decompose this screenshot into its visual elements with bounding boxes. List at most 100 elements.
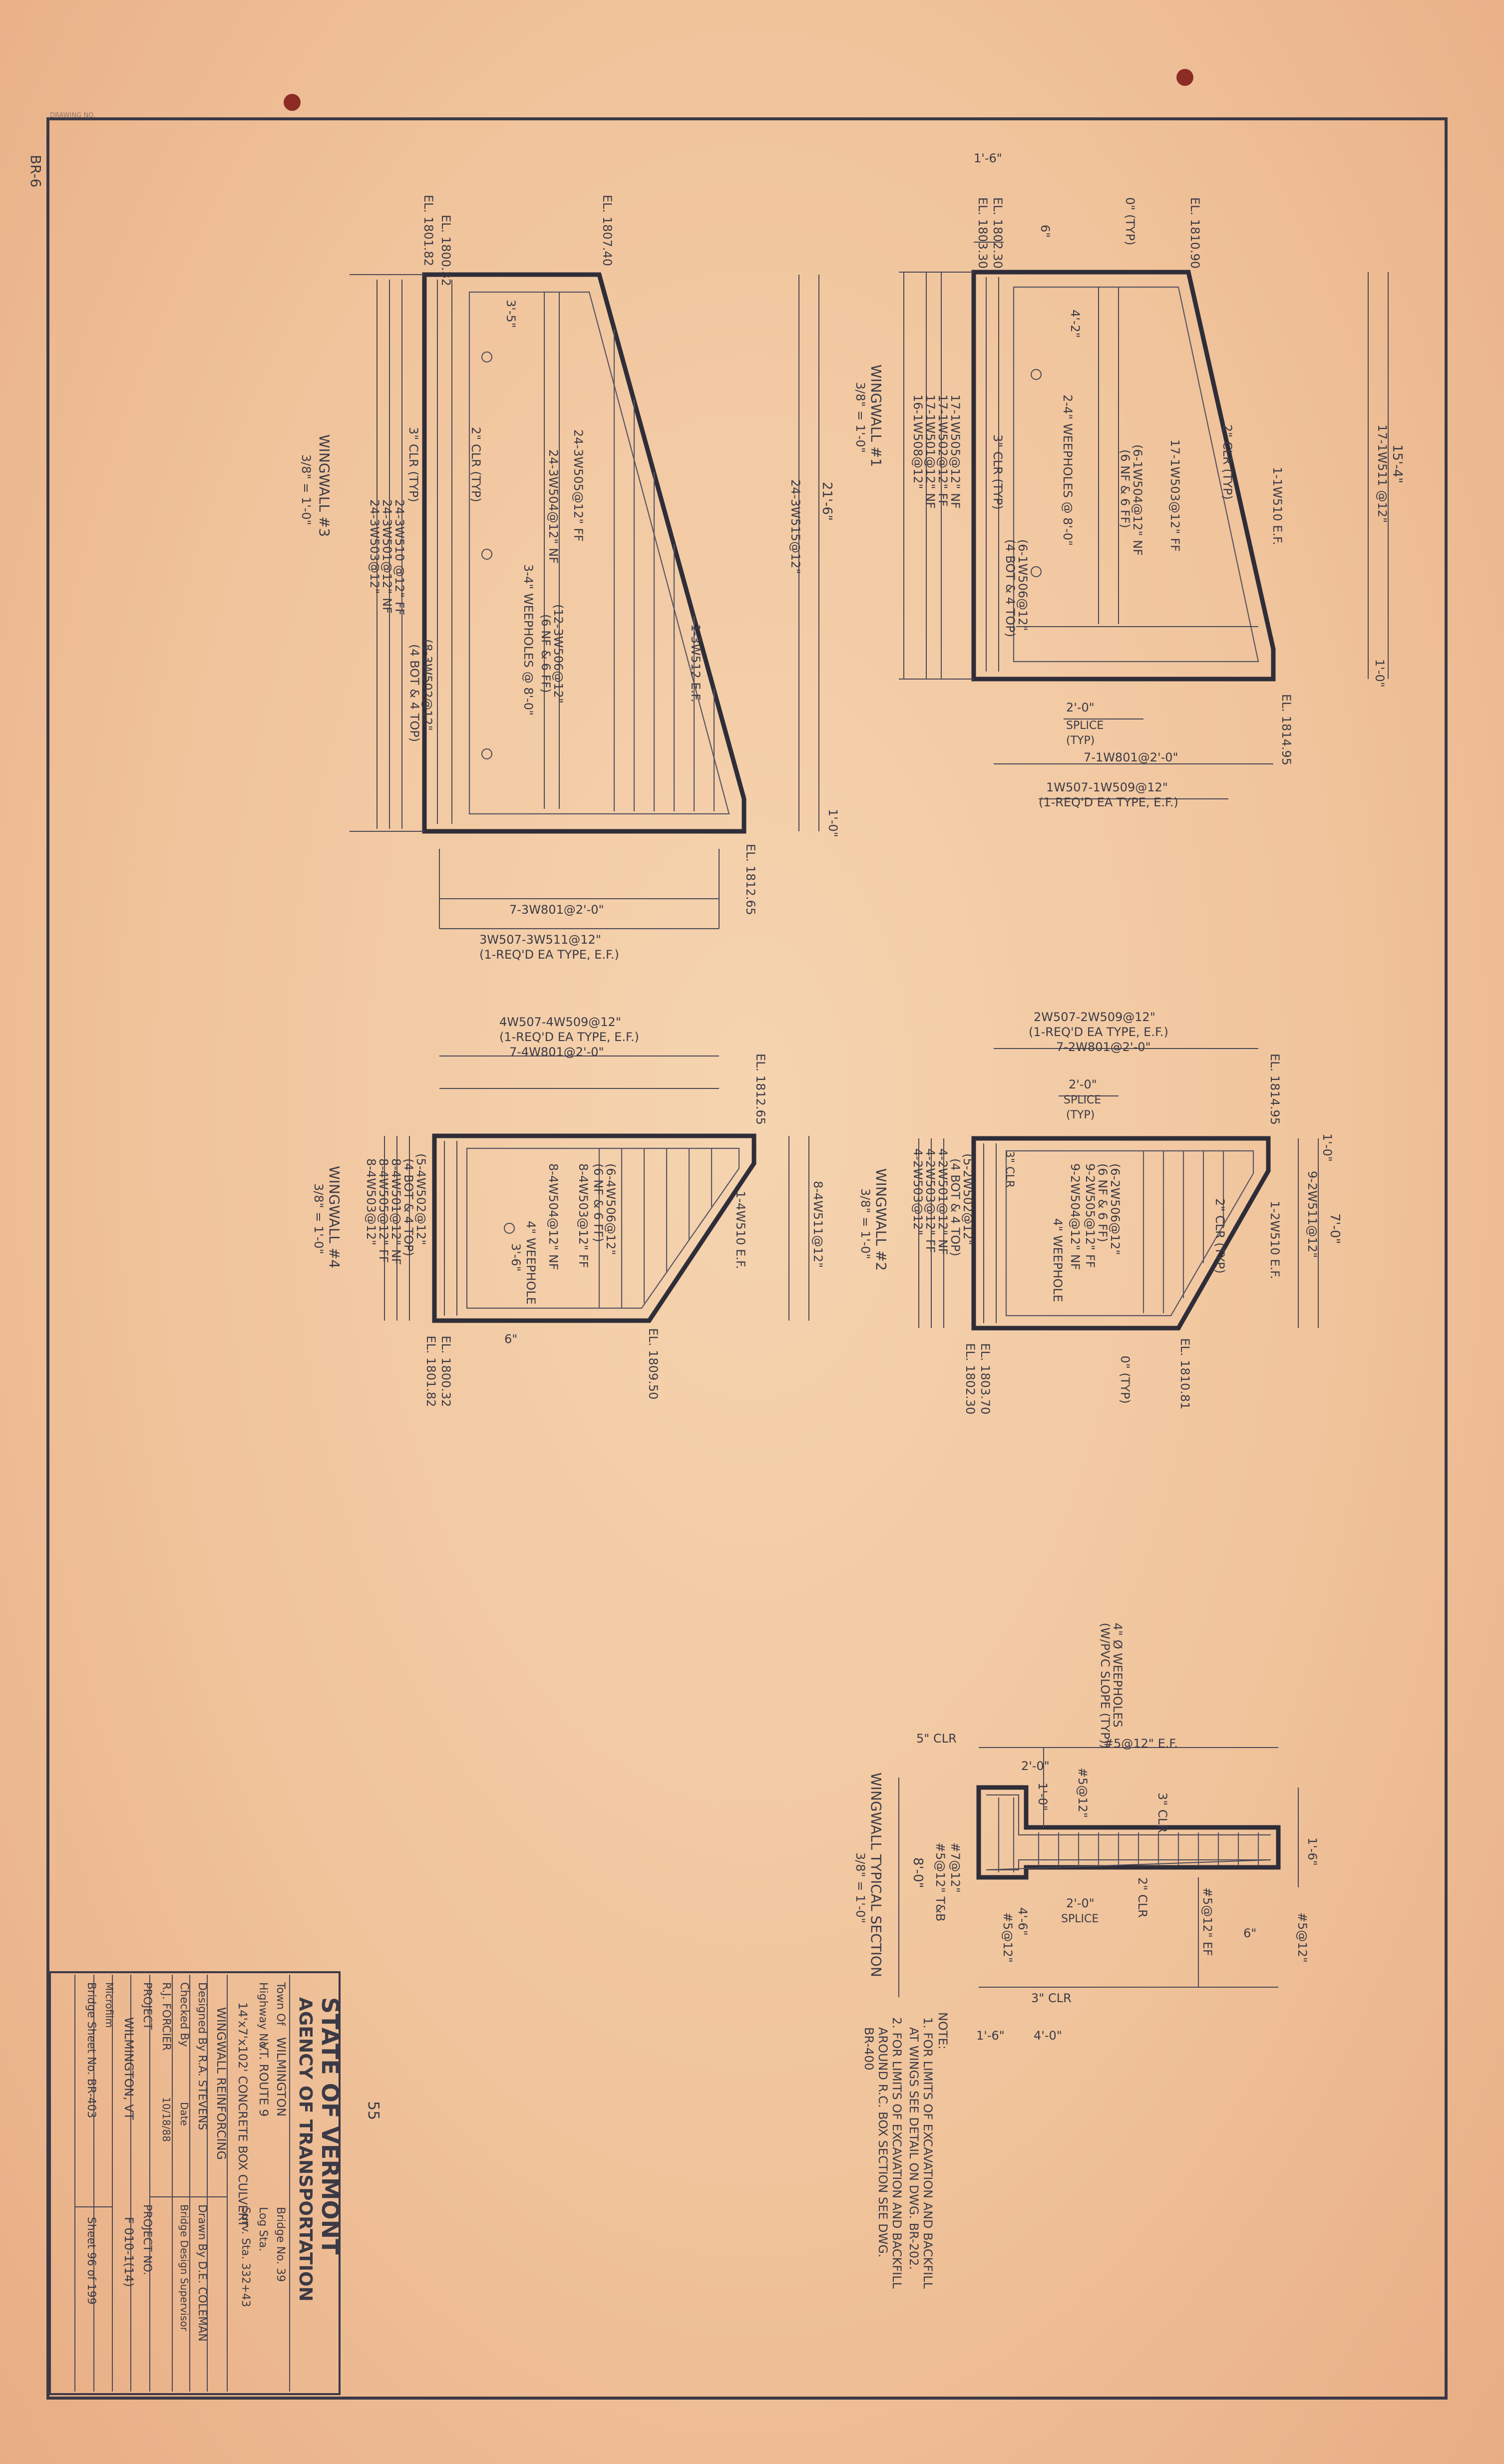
svg-text:(4 BOT & 4 TOP): (4 BOT & 4 TOP) xyxy=(948,1158,962,1256)
title-block: STATE OF VERMONT AGENCY OF TRANSPORTATIO… xyxy=(49,1971,344,2395)
svg-text:3'-6": 3'-6" xyxy=(509,1243,523,1272)
svg-text:17-1W511 @12": 17-1W511 @12" xyxy=(1375,424,1389,523)
sheet-border xyxy=(46,117,1448,2400)
svg-text:Microfilm: Microfilm xyxy=(103,1982,115,2028)
svg-text:7-3W801@2'-0": 7-3W801@2'-0" xyxy=(509,903,604,917)
svg-text:EL. 1807.40: EL. 1807.40 xyxy=(600,195,614,266)
svg-text:(6-2W506@12": (6-2W506@12" xyxy=(1108,1163,1122,1255)
svg-text:2. FOR LIMITS OF EXCAVATION AN: 2. FOR LIMITS OF EXCAVATION AND BACKFILL xyxy=(890,2017,904,2289)
svg-text:3/8" = 1'-0": 3/8" = 1'-0" xyxy=(299,454,313,525)
svg-text:(6 NF & 6 FF): (6 NF & 6 FF) xyxy=(591,1163,605,1242)
svg-text:(8-3W502@12": (8-3W502@12" xyxy=(420,639,434,731)
svg-text:4'-6": 4'-6" xyxy=(1016,1907,1030,1936)
svg-text:1'-0": 1'-0" xyxy=(826,809,840,837)
svg-text:1. FOR LIMITS OF EXCAVATION AN: 1. FOR LIMITS OF EXCAVATION AND BACKFILL xyxy=(921,2017,935,2289)
svg-text:EL. 1812.65: EL. 1812.65 xyxy=(744,844,757,915)
svg-text:7-4W801@2'-0": 7-4W801@2'-0" xyxy=(509,1045,604,1059)
svg-text:(12-3W506@12": (12-3W506@12" xyxy=(551,604,565,704)
svg-text:16-1W508@12": 16-1W508@12" xyxy=(911,394,925,489)
svg-text:3/8" = 1'-0": 3/8" = 1'-0" xyxy=(853,1852,867,1923)
svg-text:17-1W502@12" FF: 17-1W502@12" FF xyxy=(936,394,950,507)
svg-text:EL. 1801.82: EL. 1801.82 xyxy=(424,1336,438,1407)
svg-text:2'-0": 2'-0" xyxy=(1069,1077,1097,1091)
svg-text:WILMINGTON, VT: WILMINGTON, VT xyxy=(122,2017,136,2120)
svg-text:EL. 1814.95: EL. 1814.95 xyxy=(1268,1054,1282,1125)
svg-text:#5@12" E.F.: #5@12" E.F. xyxy=(1104,1737,1178,1751)
wingwall-2-elevation: 2W507-2W509@12" (1-REQ'D EA TYPE, E.F.) … xyxy=(858,1010,1342,1414)
svg-text:WINGWALL #3: WINGWALL #3 xyxy=(316,434,333,537)
svg-text:2'-0": 2'-0" xyxy=(1066,701,1095,714)
svg-text:1'-6": 1'-6" xyxy=(976,2029,1005,2043)
svg-text:Bridge Design Supervisor: Bridge Design Supervisor xyxy=(178,2204,190,2332)
svg-text:(6 NF & 6 FF): (6 NF & 6 FF) xyxy=(1096,1163,1110,1242)
svg-text:17-1W503@12" FF: 17-1W503@12" FF xyxy=(1168,439,1182,552)
svg-text:SPLICE: SPLICE xyxy=(1061,1913,1099,1925)
svg-text:Surv. Sta. 332+43: Surv. Sta. 332+43 xyxy=(239,2207,252,2307)
svg-text:1'-0": 1'-0" xyxy=(1373,659,1387,688)
svg-text:NOTE:: NOTE: xyxy=(936,2012,950,2050)
svg-text:2" CLR (TYP): 2" CLR (TYP) xyxy=(469,427,483,502)
svg-text:EL. 1814.95: EL. 1814.95 xyxy=(1279,694,1293,765)
svg-text:BR-400: BR-400 xyxy=(862,2027,876,2071)
title-agency: AGENCY OF TRANSPORTATION xyxy=(295,1997,316,2302)
svg-text:2'-0": 2'-0" xyxy=(1021,1759,1050,1773)
svg-text:24-3W503@12": 24-3W503@12" xyxy=(368,499,381,594)
svg-text:Sheet 96 of 199: Sheet 96 of 199 xyxy=(85,2217,97,2305)
svg-text:(6-1W504@12" NF: (6-1W504@12" NF xyxy=(1130,444,1144,556)
svg-text:8-4W505@12" FF: 8-4W505@12" FF xyxy=(376,1158,390,1263)
svg-text:1'-0": 1'-0" xyxy=(1320,1133,1334,1162)
svg-text:6": 6" xyxy=(1243,1926,1256,1940)
svg-text:EL. 1802.30: EL. 1802.30 xyxy=(963,1343,977,1414)
svg-text:6": 6" xyxy=(504,1332,517,1346)
svg-text:EL. 1809.50: EL. 1809.50 xyxy=(646,1328,660,1400)
svg-text:1-4W510 E.F.: 1-4W510 E.F. xyxy=(734,1191,748,1269)
svg-text:3'-5": 3'-5" xyxy=(504,300,518,328)
svg-text:3" CLR: 3" CLR xyxy=(1003,1151,1016,1188)
svg-text:(6 NF & 6 FF): (6 NF & 6 FF) xyxy=(1118,449,1132,528)
svg-text:24-3W501@12" NF: 24-3W501@12" NF xyxy=(380,499,394,614)
svg-text:EL. 1801.82: EL. 1801.82 xyxy=(421,195,435,266)
corner-code: BR-6 xyxy=(27,155,44,187)
svg-text:1W507-1W509@12": 1W507-1W509@12" xyxy=(1046,780,1168,794)
svg-text:(6 NF & 6 FF): (6 NF & 6 FF) xyxy=(539,614,553,693)
svg-text:14'x7'x102' CONCRETE BOX CULVE: 14'x7'x102' CONCRETE BOX CULVERT xyxy=(236,2002,250,2227)
page-mark: 55 xyxy=(365,2101,382,2120)
svg-text:PROJECT NO.: PROJECT NO. xyxy=(141,2204,153,2275)
svg-text:EL. 1803.30: EL. 1803.30 xyxy=(976,197,990,269)
svg-text:1-1W510 E.F.: 1-1W510 E.F. xyxy=(1270,467,1284,545)
svg-text:(4 BOT & 4 TOP): (4 BOT & 4 TOP) xyxy=(401,1158,415,1256)
svg-text:4W507-4W509@12": 4W507-4W509@12" xyxy=(499,1015,621,1029)
svg-text:3-4" WEEPHOLES @ 8'-0": 3-4" WEEPHOLES @ 8'-0" xyxy=(521,564,535,715)
svg-text:4" Ø WEEPHOLES: 4" Ø WEEPHOLES xyxy=(1111,1623,1125,1728)
svg-text:R.J. FORCIER: R.J. FORCIER xyxy=(160,1982,172,2051)
svg-text:EL. 1802.30: EL. 1802.30 xyxy=(991,197,1005,269)
svg-text:5" CLR: 5" CLR xyxy=(916,1732,957,1746)
svg-text:0" (TYP): 0" (TYP) xyxy=(1118,1356,1132,1404)
svg-text:F 010-1(14): F 010-1(14) xyxy=(122,2217,136,2287)
svg-text:1-3W512 E.F.: 1-3W512 E.F. xyxy=(689,624,703,703)
svg-text:4'-2": 4'-2" xyxy=(1068,310,1082,338)
svg-text:WINGWALL #1: WINGWALL #1 xyxy=(868,364,884,467)
svg-text:Designed By R.A. STEVENS: Designed By R.A. STEVENS xyxy=(196,1982,208,2130)
svg-text:17-1W501@12" NF: 17-1W501@12" NF xyxy=(923,394,937,509)
svg-text:Bridge No. 39: Bridge No. 39 xyxy=(274,2207,287,2282)
punch-hole-left xyxy=(284,94,301,111)
svg-text:SPLICE: SPLICE xyxy=(1064,1094,1101,1106)
svg-text:8-4W504@12" NF: 8-4W504@12" NF xyxy=(546,1163,560,1270)
svg-text:3" CLR: 3" CLR xyxy=(1155,1792,1169,1833)
svg-text:4'-0": 4'-0" xyxy=(1034,2029,1062,2043)
svg-text:7-2W801@2'-0": 7-2W801@2'-0" xyxy=(1056,1040,1151,1054)
svg-text:3" CLR (TYP): 3" CLR (TYP) xyxy=(991,434,1005,510)
svg-text:#5@12": #5@12" xyxy=(1076,1767,1090,1818)
svg-text:WINGWALL TYPICAL SECTION: WINGWALL TYPICAL SECTION xyxy=(868,1772,884,1977)
svg-text:7'-0": 7'-0" xyxy=(1327,1213,1342,1244)
svg-text:4" WEEPHOLE: 4" WEEPHOLE xyxy=(1051,1218,1065,1302)
svg-text:1'-6": 1'-6" xyxy=(974,151,1002,165)
svg-text:#7@12": #7@12" xyxy=(948,1842,962,1893)
svg-text:(6-4W506@12": (6-4W506@12" xyxy=(604,1163,618,1255)
wingwall-1-elevation: EL. 1803.30 EL. 1802.30 EL. 1810.90 EL. … xyxy=(853,151,1405,809)
svg-text:#5@12": #5@12" xyxy=(1001,1912,1015,1963)
svg-text:3" CLR (TYP): 3" CLR (TYP) xyxy=(406,427,420,502)
